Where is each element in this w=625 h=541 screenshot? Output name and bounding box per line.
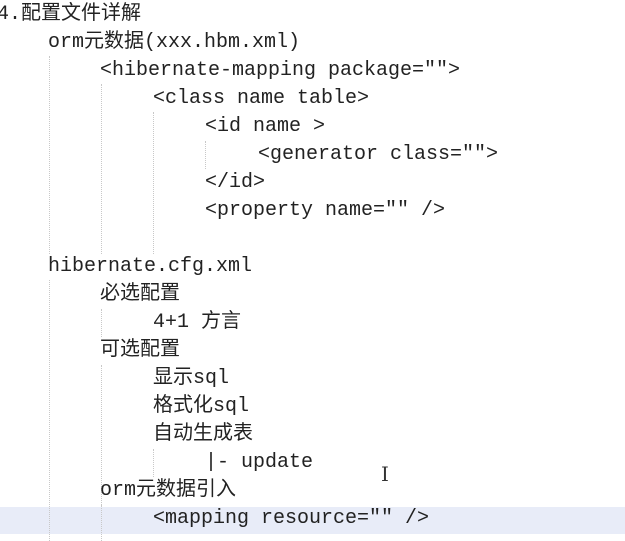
code-line[interactable]: <mapping resource="" /> bbox=[153, 507, 430, 530]
indent-guide bbox=[49, 280, 50, 541]
code-line[interactable]: <id name > bbox=[205, 115, 326, 138]
current-line-highlight bbox=[0, 507, 625, 534]
code-line[interactable]: |- update bbox=[205, 451, 314, 474]
indent-guide bbox=[205, 141, 206, 169]
indent-guide bbox=[153, 449, 154, 477]
code-line[interactable]: 必选配置 bbox=[100, 283, 180, 306]
code-line[interactable]: 格式化sql bbox=[153, 395, 250, 418]
code-line[interactable]: <property name="" /> bbox=[205, 199, 446, 222]
text-cursor-icon: I bbox=[381, 462, 389, 486]
code-line[interactable]: 自动生成表 bbox=[153, 423, 253, 446]
code-line[interactable]: 可选配置 bbox=[100, 339, 180, 362]
code-line[interactable]: orm元数据引入 bbox=[100, 479, 237, 502]
code-line[interactable]: <generator class=""> bbox=[258, 143, 499, 166]
code-line[interactable]: orm元数据(xxx.hbm.xml) bbox=[48, 31, 301, 54]
indent-guide bbox=[101, 505, 102, 541]
indent-guide bbox=[101, 365, 102, 541]
code-line[interactable]: hibernate.cfg.xml bbox=[48, 255, 253, 278]
code-line[interactable]: 4+1 方言 bbox=[153, 311, 242, 334]
indent-guide bbox=[153, 112, 154, 254]
indent-guide bbox=[49, 56, 50, 254]
code-line[interactable]: </id> bbox=[205, 171, 266, 194]
code-line[interactable]: <hibernate-mapping package=""> bbox=[100, 59, 461, 82]
code-line[interactable]: <class name table> bbox=[153, 87, 370, 110]
indent-guide bbox=[101, 309, 102, 337]
code-line[interactable]: 4.配置文件详解 bbox=[0, 3, 142, 26]
indent-guide bbox=[101, 84, 102, 254]
code-line[interactable]: 显示sql bbox=[153, 367, 230, 390]
